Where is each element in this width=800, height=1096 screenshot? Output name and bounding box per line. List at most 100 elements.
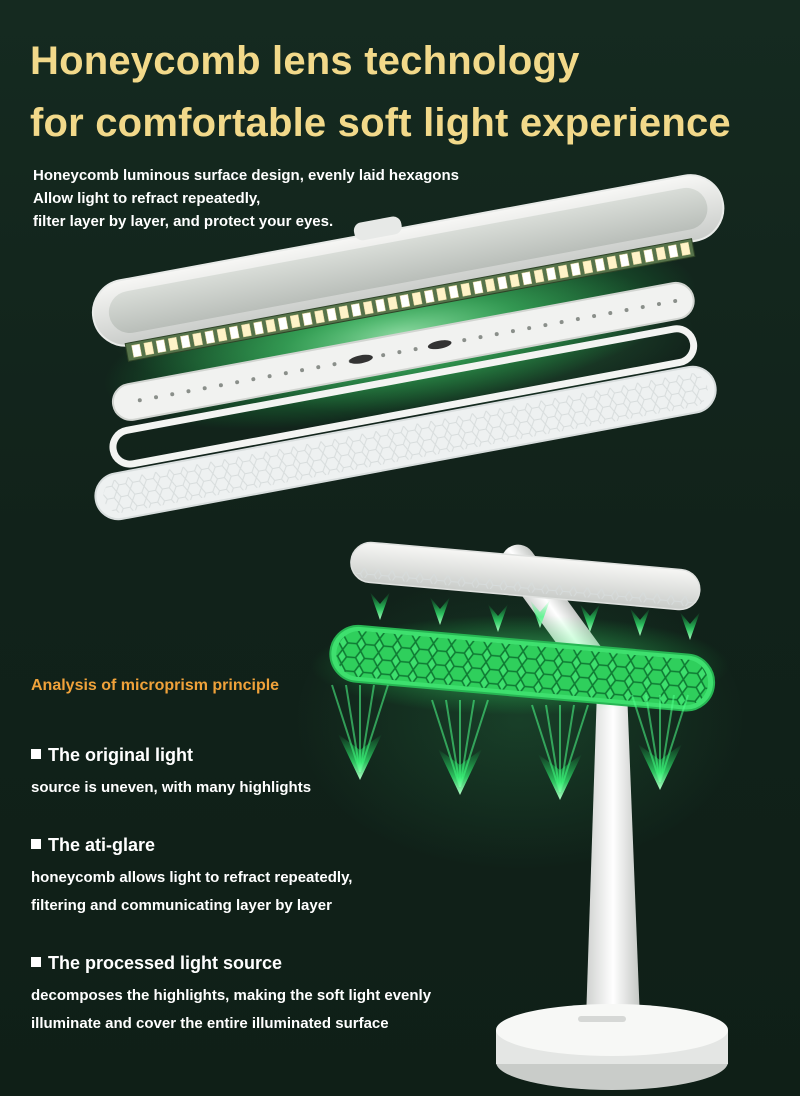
diffuser-dot (673, 299, 678, 304)
led-chip (679, 242, 691, 256)
diffuser-dot (624, 308, 629, 313)
led-chip (326, 307, 338, 322)
led-chip (131, 343, 142, 358)
point-desc: source is uneven, with many highlights (31, 779, 312, 796)
light-ray-arrow-icon (430, 597, 450, 625)
led-chip (582, 260, 594, 274)
point-original-light: The original light source is uneven, wit… (31, 742, 311, 802)
diffuser-dot (543, 323, 548, 328)
light-ray-arrow-icon (331, 684, 389, 780)
diffuser-dot (154, 395, 159, 400)
diffuser-dot (462, 338, 467, 343)
led-chip (643, 248, 655, 263)
led-chip (667, 244, 679, 259)
intro-line-2: Allow light to refract repeatedly, (33, 190, 261, 207)
point-title: The original light (48, 745, 193, 765)
headline-line-2: for comfortable soft light experience (30, 101, 731, 145)
diffuser-dot (381, 353, 386, 358)
intro-line-1: Honeycomb luminous surface design, evenl… (33, 167, 459, 184)
point-desc: honeycomb allows light to refract repeat… (31, 869, 353, 914)
led-chip (289, 314, 301, 329)
diffuser-dot (640, 305, 645, 310)
led-chip (350, 303, 362, 317)
led-chip (558, 264, 569, 279)
led-chip (362, 300, 374, 315)
led-chip (423, 289, 435, 304)
intro-line-3: filter layer by layer, and protect your … (33, 213, 334, 230)
led-chip (484, 278, 496, 293)
exploded-layers (91, 174, 725, 521)
led-chip (338, 305, 350, 320)
headline: Honeycomb lens technology for comfortabl… (30, 30, 790, 154)
diffuser-plate-image (111, 281, 695, 421)
led-chip (241, 323, 252, 338)
desk-lamp-image (350, 541, 728, 1090)
led-chip (180, 334, 191, 349)
led-chip (387, 296, 399, 311)
led-chip (631, 251, 642, 265)
light-ray-arrow-icon (530, 600, 550, 628)
light-ray-arrow-icon (630, 608, 650, 636)
light-rays (331, 592, 700, 800)
led-chip (448, 284, 459, 299)
diffuser-dot (283, 371, 288, 376)
led-chip (192, 332, 203, 347)
diffuser-dot (316, 365, 321, 370)
led-chip (533, 269, 545, 284)
diffuser-dot (494, 332, 499, 337)
diffuser-dot (186, 389, 191, 394)
light-ray-arrow-icon (680, 612, 700, 640)
led-chip (460, 282, 472, 297)
led-chip (399, 294, 411, 308)
led-chip (619, 253, 630, 268)
analysis-title: Analysis of microprism principle (31, 677, 280, 694)
diffuser-dot (559, 320, 564, 325)
diffuser-dot (608, 311, 613, 316)
diffuser-dot (251, 377, 256, 382)
diffuser-dot (137, 398, 142, 403)
led-chip (216, 327, 228, 342)
led-strip-image (124, 238, 696, 362)
headline-line-1: Honeycomb lens technology (30, 39, 580, 83)
led-chip (594, 257, 606, 272)
led-chip (375, 298, 386, 313)
led-chip (228, 325, 240, 340)
diffuser-dot (656, 302, 661, 307)
led-chip (411, 291, 423, 306)
light-ray-arrow-icon (631, 694, 689, 790)
led-chip (155, 339, 167, 354)
led-chip (521, 271, 533, 286)
bullet-square-icon (31, 749, 41, 759)
diffuser-dot (478, 335, 483, 340)
point-anti-glare: The ati-glare honeycomb allows light to … (31, 832, 352, 920)
led-chip (204, 330, 216, 345)
led-chip (143, 341, 155, 356)
diffuser-dot (575, 317, 580, 322)
led-chip (472, 280, 484, 295)
diffuser-dot (235, 380, 240, 385)
intro-text: Honeycomb luminous surface design, evenl… (33, 164, 553, 233)
diffuser-dot (267, 374, 272, 379)
honeycomb-lens-image (94, 365, 717, 521)
light-ray-arrow-icon (431, 699, 489, 795)
point-title: The ati-glare (48, 835, 156, 855)
diffuser-dot (218, 383, 223, 388)
led-chip (302, 312, 313, 326)
diffuser-dot (300, 368, 305, 373)
led-chip (545, 266, 557, 281)
bullet-square-icon (31, 839, 41, 849)
point-desc: decomposes the highlights, making the so… (31, 987, 432, 1032)
led-chip (570, 262, 581, 277)
diffuser-dot (527, 326, 532, 331)
led-chip (509, 273, 520, 288)
led-chip (265, 318, 277, 333)
led-chip (277, 316, 289, 331)
led-chip (606, 255, 618, 270)
led-chip (314, 309, 325, 324)
diffuser-dot (202, 386, 207, 391)
light-ray-arrow-icon (580, 604, 600, 632)
point-title: The processed light source (48, 953, 283, 973)
diffuser-dot (170, 392, 175, 397)
led-chip (253, 321, 264, 335)
